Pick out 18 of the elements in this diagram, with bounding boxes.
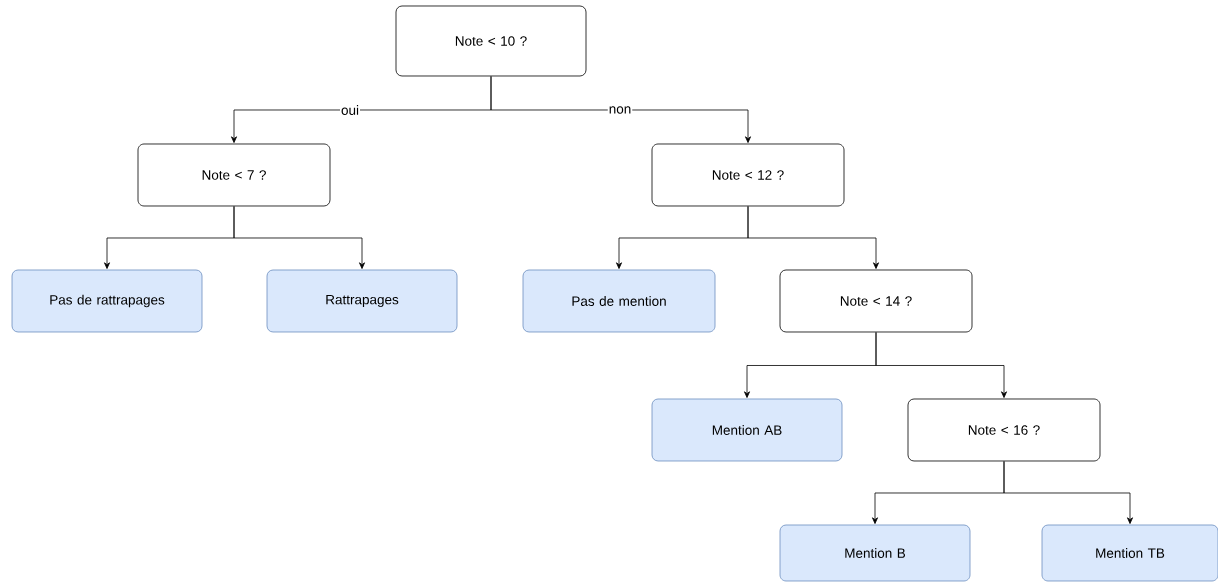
- result-box: Mention TB: [1041, 524, 1218, 582]
- arrow: [747, 206, 879, 269]
- decision-box: Note < 10 ?: [395, 5, 587, 77]
- decision-box: Note < 16 ?: [907, 398, 1101, 462]
- result-box: Pas de rattrapages: [11, 269, 203, 333]
- decision-box: Note < 7 ?: [137, 143, 331, 207]
- arrow: [490, 76, 751, 143]
- result-box: Mention AB: [651, 398, 843, 462]
- edge-label: non: [607, 105, 633, 115]
- result-box: Rattrapages: [266, 269, 458, 333]
- decision-box: Note < 12 ?: [651, 143, 845, 207]
- result-box: Mention B: [779, 524, 971, 582]
- arrow: [1003, 461, 1133, 524]
- edge-label: oui: [340, 104, 360, 116]
- arrow: [233, 206, 365, 269]
- arrow: [875, 332, 1007, 398]
- decision-box: Note < 14 ?: [779, 269, 973, 333]
- result-box: Pas de mention: [522, 269, 716, 333]
